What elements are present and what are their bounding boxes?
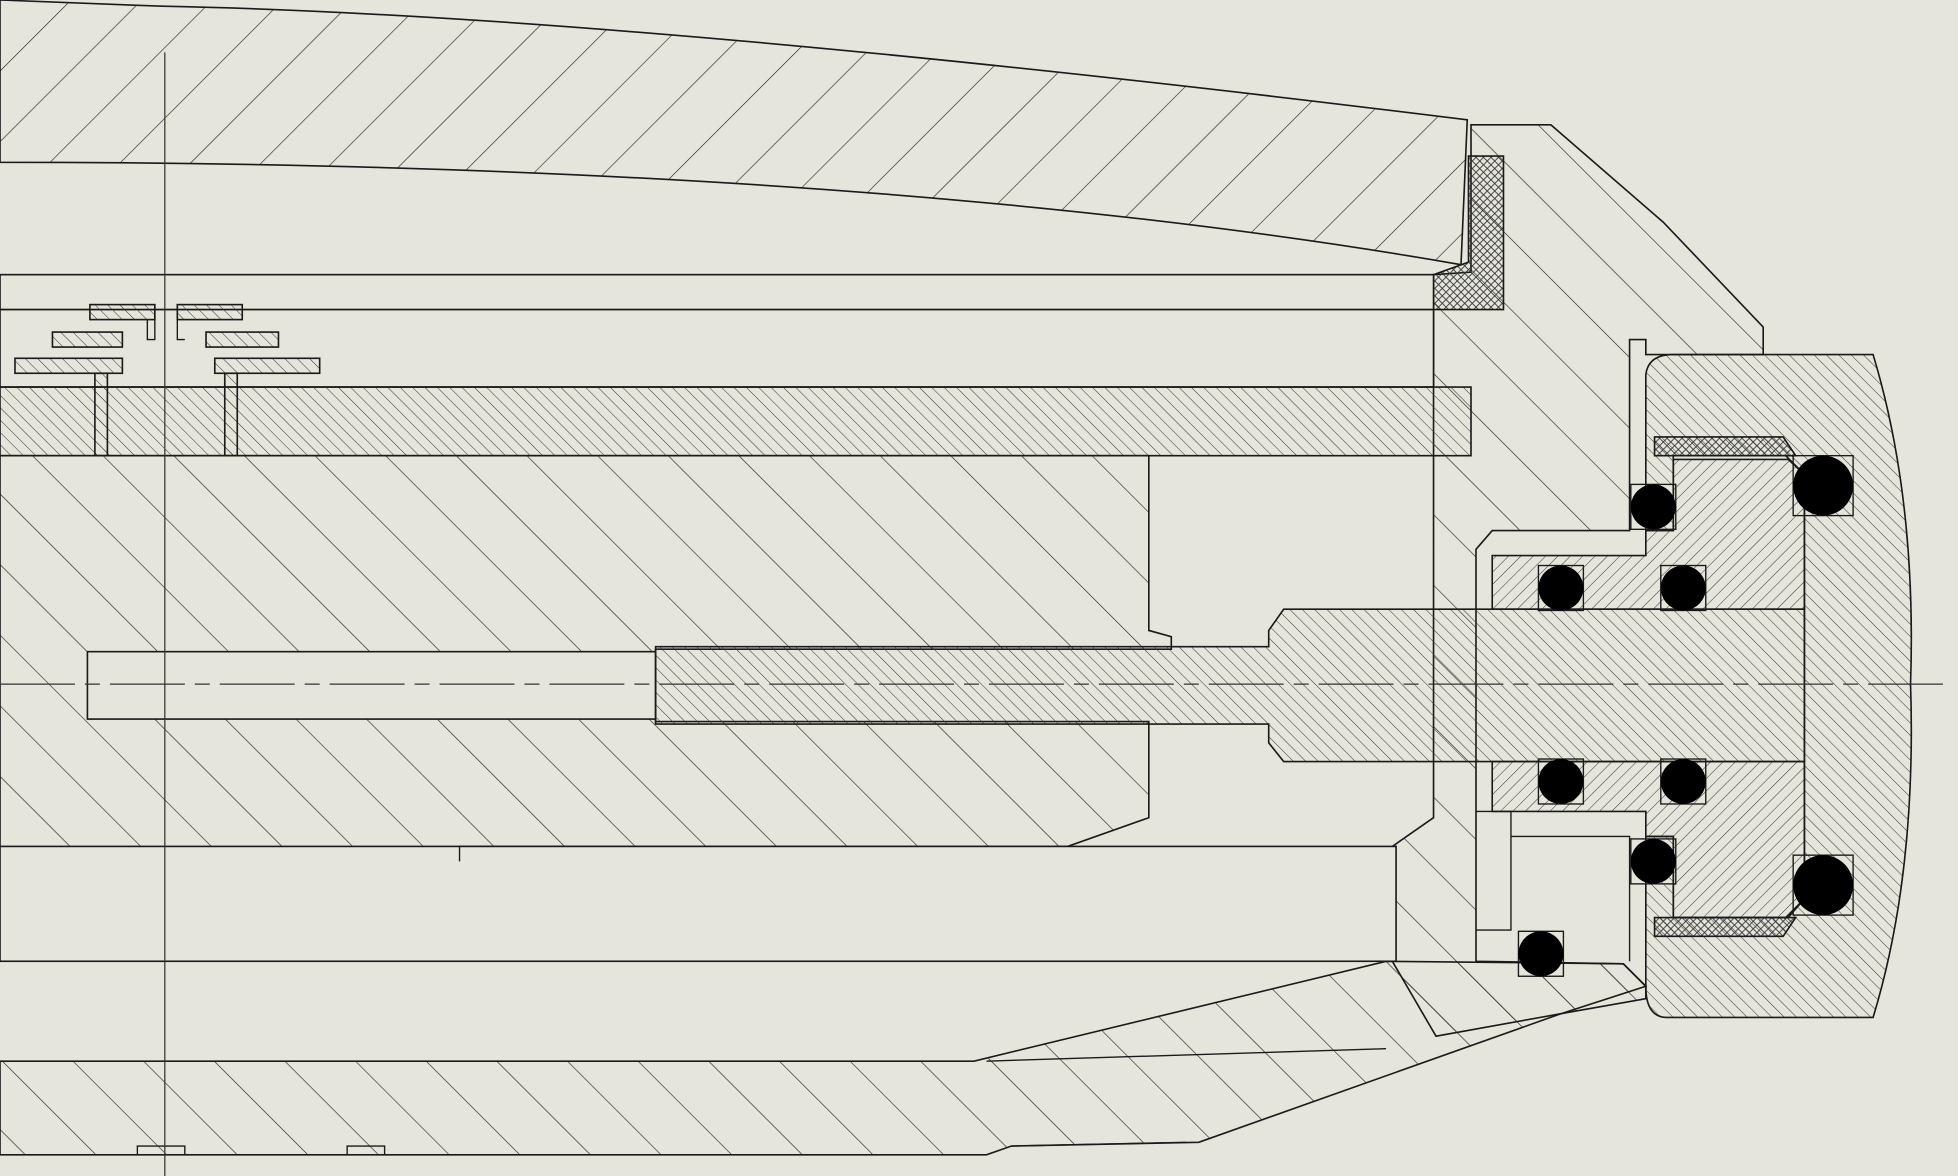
o-ring <box>1630 838 1676 884</box>
collar-bottom-ledge <box>1653 916 1798 938</box>
o-ring <box>1518 931 1564 977</box>
sleeve <box>0 386 1472 457</box>
inner-tube-band-middle <box>0 308 1435 388</box>
outer-housing-top <box>0 0 1469 266</box>
o-ring <box>1793 455 1854 516</box>
lower-inner-band <box>0 845 1397 963</box>
o-ring <box>1793 855 1854 916</box>
clip-stack <box>14 303 321 457</box>
o-rings <box>1517 454 1854 977</box>
piston-rod-bore <box>86 650 657 720</box>
inner-tube-band-upper <box>0 273 1435 311</box>
o-ring <box>1660 759 1706 804</box>
o-ring <box>1630 484 1676 530</box>
o-ring <box>1538 759 1584 804</box>
o-ring <box>1660 565 1706 611</box>
o-ring <box>1538 565 1584 611</box>
collar-top-ledge <box>1653 436 1798 457</box>
outer-housing-bottom <box>0 960 1648 1156</box>
